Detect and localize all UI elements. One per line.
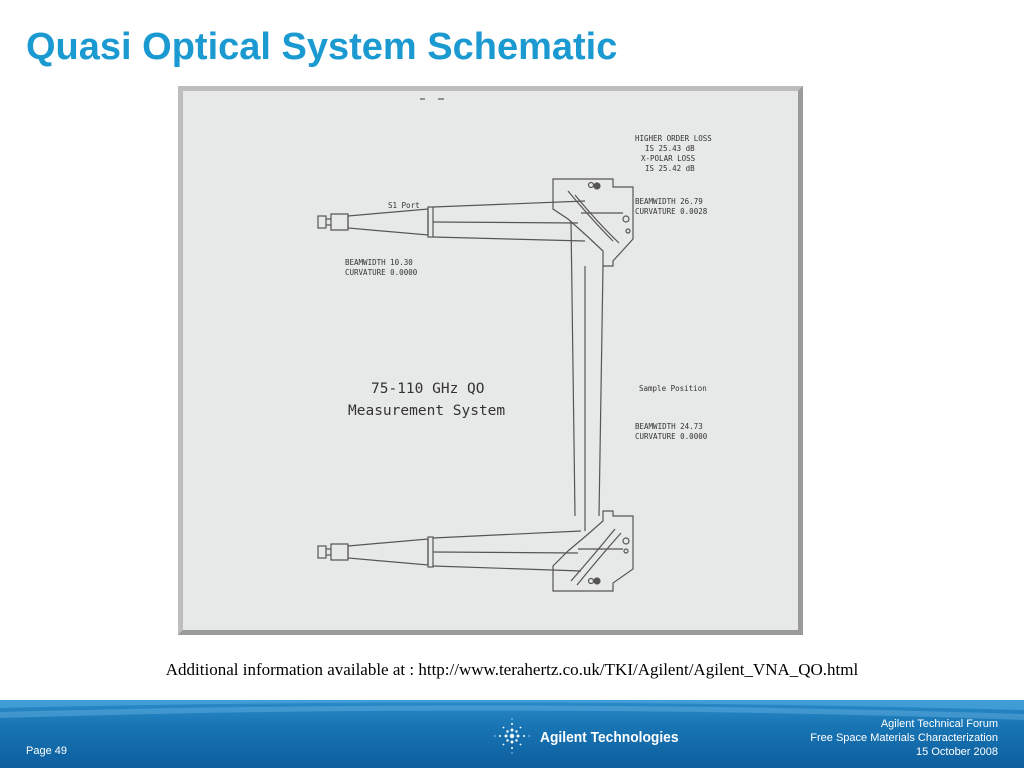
system-title-line-2: Measurement System <box>348 403 505 419</box>
page-number: Page 49 <box>26 745 67 757</box>
bottom-mirror-block <box>552 510 634 592</box>
port-beamwidth-label: BEAMWIDTH 10.30 <box>345 258 413 267</box>
top-beam-path <box>432 200 586 242</box>
schematic-figure: HIGHER ORDER LOSS IS 25.43 dB X-POLAR LO… <box>178 86 803 635</box>
event-date: 15 October 2008 <box>916 746 998 758</box>
page-title: Quasi Optical System Schematic <box>26 26 618 68</box>
event-topic: Free Space Materials Characterization <box>810 732 998 744</box>
bottom-beam-path <box>432 530 582 572</box>
system-title-line-1: 75-110 GHz QO <box>371 381 485 397</box>
company-logo-text: Agilent Technologies <box>540 729 679 746</box>
footer-swoosh <box>0 700 1024 720</box>
top-horn-antenna <box>317 206 434 238</box>
sample-curvature-label: CURVATURE 0.0000 <box>635 432 708 441</box>
loss-note-line-4: IS 25.42 dB <box>645 164 695 173</box>
event-name: Agilent Technical Forum <box>880 718 998 730</box>
loss-note-line-1: HIGHER ORDER LOSS <box>635 134 712 143</box>
sample-beamwidth-label: BEAMWIDTH 24.73 <box>635 422 703 431</box>
agilent-spark-logo-icon <box>494 718 530 754</box>
loss-note-line-3: X-POLAR LOSS <box>641 154 696 163</box>
port-curvature-label: CURVATURE 0.0000 <box>345 268 418 277</box>
mirror-curvature-label: CURVATURE 0.0028 <box>635 207 708 216</box>
mirror-beamwidth-label: BEAMWIDTH 26.79 <box>635 197 703 206</box>
qo-schematic-diagram: HIGHER ORDER LOSS IS 25.43 dB X-POLAR LO… <box>317 98 712 592</box>
sample-position-label: Sample Position <box>639 384 707 393</box>
loss-note-line-2: IS 25.43 dB <box>645 144 695 153</box>
s1-port-label: S1 Port <box>388 201 420 210</box>
footer-band: Page 49 Agilent Technologies Agilent Tec… <box>0 700 1024 768</box>
bottom-horn-antenna <box>317 536 434 568</box>
vertical-beam-path <box>570 220 604 531</box>
event-info: Agilent Technical Forum Free Space Mater… <box>810 717 998 759</box>
info-caption: Additional information available at : ht… <box>165 660 859 679</box>
top-mirror-block <box>552 178 634 267</box>
